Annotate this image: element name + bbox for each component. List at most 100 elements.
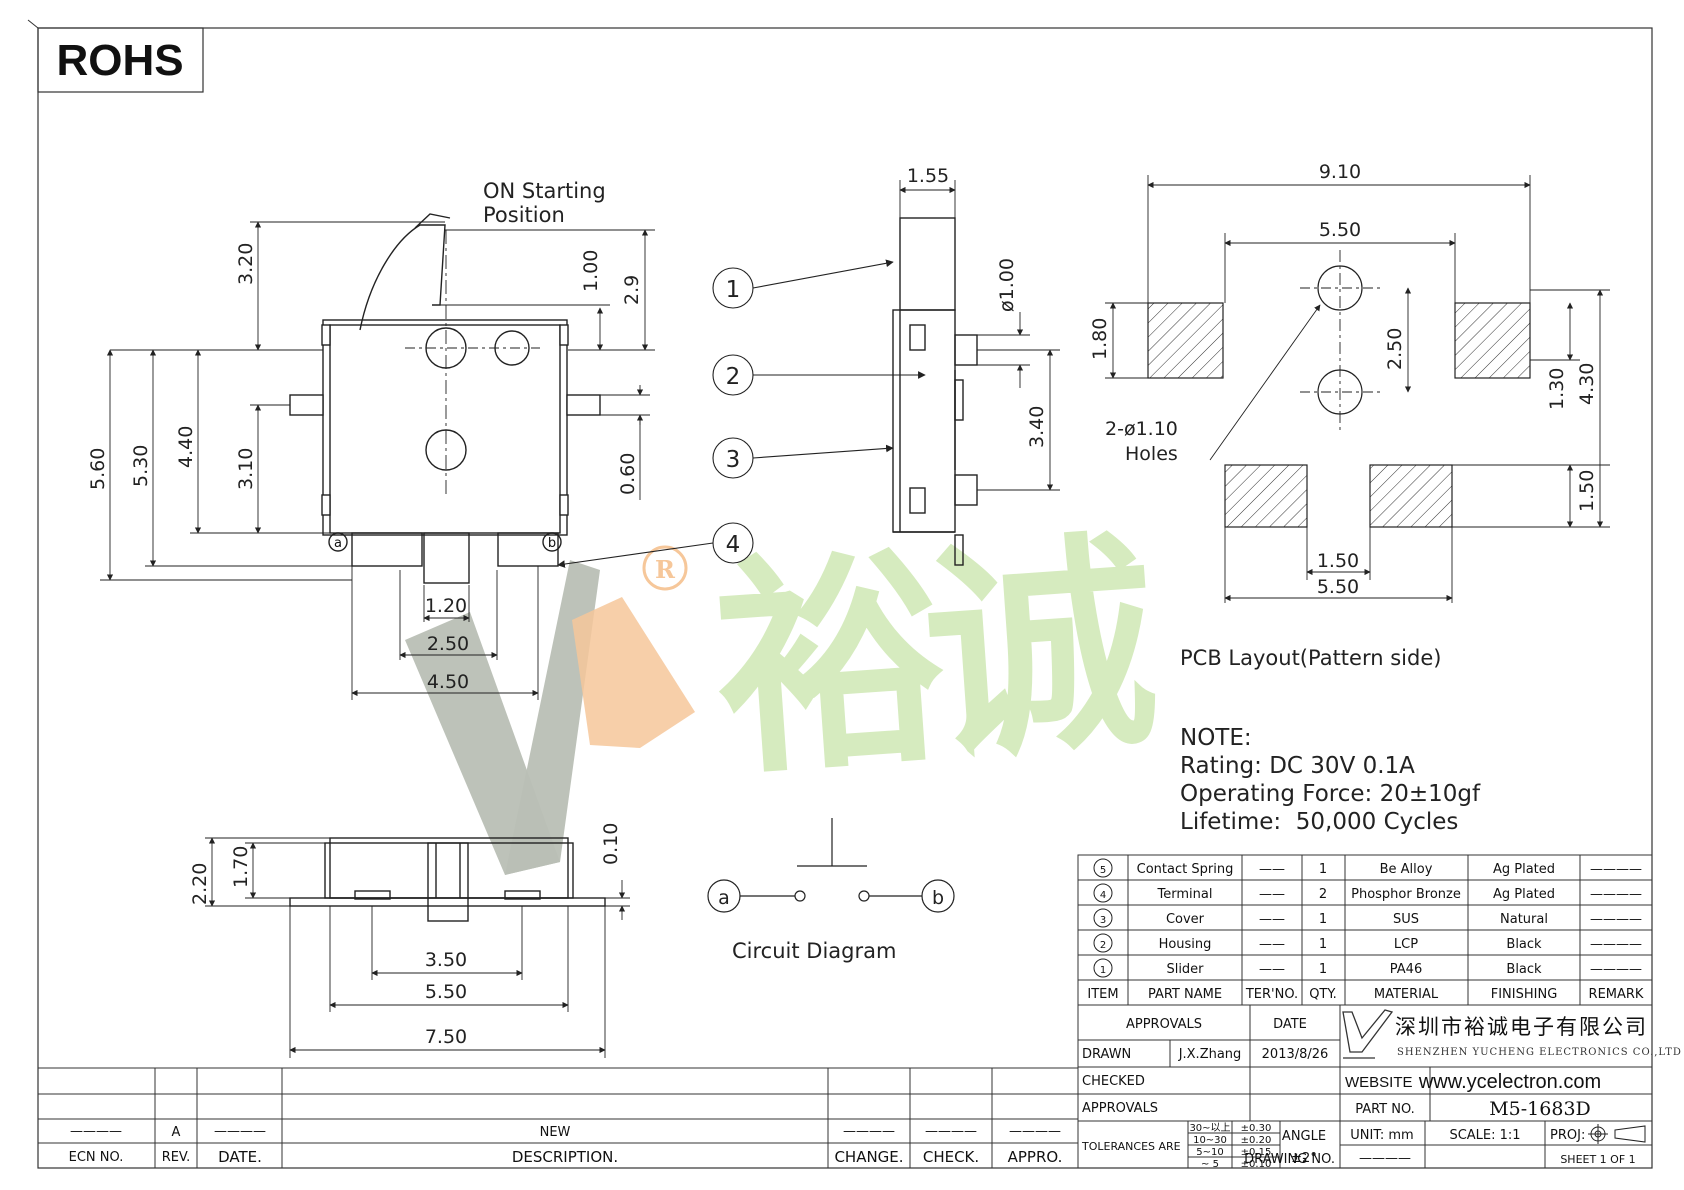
approvals-label: APPROVALS — [1082, 1101, 1158, 1116]
bom-cell-item: 4 — [1100, 890, 1106, 901]
bom-cell-remark: ———— — [1590, 962, 1642, 977]
rev-change-value: ———— — [843, 1124, 895, 1139]
dim-5-50-top: 5.50 — [1319, 219, 1361, 241]
corner-mark — [27, 19, 39, 29]
pad-top-right — [1454, 302, 1531, 379]
bom-cell-ter: —— — [1259, 862, 1285, 877]
title-approvals-header: APPROVALS — [1126, 1017, 1202, 1032]
bom-cell-material: LCP — [1394, 937, 1418, 952]
bom-cell-qty: 1 — [1319, 912, 1327, 927]
bom-cell-ter: —— — [1259, 937, 1285, 952]
bom-item-circle — [1093, 933, 1113, 953]
holes-qty-label: 2-ø1.10 — [1105, 418, 1178, 440]
dim-5-60: 5.60 — [87, 448, 109, 490]
circuit-caption: Circuit Diagram — [732, 939, 896, 963]
bom-cell-finishing: Black — [1506, 937, 1542, 952]
dim-2-50-pcb: 2.50 — [1384, 328, 1406, 370]
projection-label: PROJ: — [1550, 1128, 1585, 1143]
rev-date-header: DATE. — [218, 1148, 262, 1166]
rohs-label: ROHS — [56, 36, 183, 85]
dim-4-30: 4.30 — [1576, 363, 1598, 405]
angle-label: ANGLE — [1282, 1129, 1326, 1144]
side-view — [892, 217, 978, 566]
dim-1-30: 1.30 — [1546, 368, 1568, 410]
bom-cell-ter: —— — [1259, 887, 1285, 902]
bom-cell-material: Be Alloy — [1380, 862, 1433, 877]
dim-1-20: 1.20 — [425, 595, 467, 617]
dim-4-40: 4.40 — [175, 426, 197, 468]
dim-1-50-right: 1.50 — [1576, 470, 1598, 512]
bom-hdr-part-name: PART NAME — [1148, 987, 1222, 1002]
dim-7-50: 7.50 — [425, 1026, 467, 1048]
dim-1-80: 1.80 — [1089, 318, 1111, 360]
rev-check-value: ———— — [925, 1124, 977, 1139]
tolerance-range: 5~10 — [1196, 1147, 1223, 1158]
watermark-chinese-text: 裕诚 — [707, 511, 1162, 808]
drawing-no-value: ———— — [1359, 1151, 1411, 1166]
dim-9-10: 9.10 — [1319, 161, 1361, 183]
bom-hdr-remark: REMARK — [1589, 987, 1644, 1002]
bom-item-circle — [1093, 958, 1113, 978]
drawn-date: 2013/8/26 — [1262, 1047, 1329, 1062]
bom-cell-qty: 1 — [1319, 862, 1327, 877]
note-lifetime: Lifetime: 50,000 Cycles — [1180, 809, 1458, 835]
watermark-logo-gray-arm — [505, 560, 600, 875]
terminal-b-front: b — [548, 536, 556, 551]
tolerance-range: ~ 5 — [1201, 1159, 1219, 1170]
rev-rev-header: REV. — [162, 1150, 191, 1165]
dim-3-10: 3.10 — [235, 448, 257, 490]
bom-cell-name: Cover — [1166, 912, 1205, 927]
bom-cell-remark: ———— — [1590, 912, 1642, 927]
bom-table — [1077, 854, 1653, 1006]
bom-cell-remark: ———— — [1590, 862, 1642, 877]
bom-cell-name: Terminal — [1157, 887, 1213, 902]
rev-ecn-header: ECN NO. — [69, 1150, 124, 1165]
bottom-view — [289, 837, 606, 922]
rev-check-header: CHECK. — [923, 1148, 979, 1166]
circuit-terminal-a: a — [718, 887, 730, 909]
bom-cell-remark: ———— — [1590, 887, 1642, 902]
rev-ecn-value: ———— — [70, 1124, 122, 1139]
company-logo — [1342, 1009, 1394, 1059]
tolerance-range: 10~30 — [1193, 1135, 1227, 1146]
front-view — [289, 213, 601, 584]
rev-date-value: ———— — [214, 1124, 266, 1139]
bom-cell-item: 3 — [1100, 915, 1106, 926]
pcb-dimension-lines — [1105, 175, 1610, 603]
rev-change-header: CHANGE. — [834, 1148, 903, 1166]
bom-hdr-item: ITEM — [1087, 987, 1118, 1002]
bom-cell-finishing: Ag Plated — [1493, 887, 1555, 902]
dim-5-50-bottom-view: 5.50 — [425, 981, 467, 1003]
dim-1-70: 1.70 — [230, 846, 252, 888]
dim-2-9: 2.9 — [621, 275, 643, 305]
bom-cell-qty: 1 — [1319, 962, 1327, 977]
angle-value: ±2° — [1291, 1151, 1317, 1166]
part-callouts — [557, 259, 926, 568]
bom-cell-qty: 2 — [1319, 887, 1327, 902]
rev-appro-header: APPRO. — [1008, 1148, 1063, 1166]
circuit-diagram — [707, 818, 955, 913]
pcb-layout — [1147, 265, 1531, 528]
company-name-cn: 深圳市裕诚电子有限公司 — [1395, 1015, 1648, 1039]
bom-item-circle — [1093, 858, 1113, 878]
bom-cell-remark: ———— — [1590, 937, 1642, 952]
front-dimension-lines — [100, 221, 655, 700]
company-name-en: SHENZHEN YUCHENG ELECTRONICS CO.,LTD — [1397, 1047, 1682, 1058]
dim-4-50: 4.50 — [427, 671, 469, 693]
dim-0-10: 0.10 — [600, 823, 622, 865]
bom-cell-material: PA46 — [1390, 962, 1422, 977]
tolerance-value: ±0.10 — [1241, 1159, 1272, 1170]
dim-5-50-bottom: 5.50 — [1317, 576, 1359, 598]
bom-cell-name: Housing — [1159, 937, 1212, 952]
bom-cell-name: Contact Spring — [1137, 862, 1234, 877]
bom-hdr-material: MATERIAL — [1374, 987, 1439, 1002]
dim-3-20: 3.20 — [235, 243, 257, 285]
title-date-header: DATE — [1273, 1017, 1307, 1032]
position-label: Position — [483, 203, 565, 227]
bom-cell-ter: —— — [1259, 912, 1285, 927]
tolerance-value: ±0.20 — [1241, 1135, 1272, 1146]
callout-2: 2 — [726, 364, 741, 390]
rev-desc-header: DESCRIPTION. — [512, 1148, 618, 1166]
